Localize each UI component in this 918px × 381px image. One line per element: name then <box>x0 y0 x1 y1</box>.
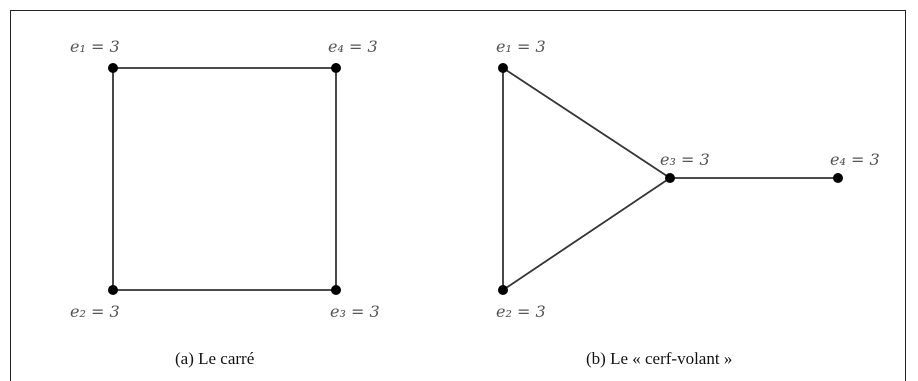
kite-node-e3 <box>665 173 675 183</box>
square-label-e2: e₂ = 3 <box>70 302 120 321</box>
kite-graph: e₁ = 3 e₃ = 3 e₄ = 3 e₂ = 3 <box>496 37 880 321</box>
kite-node-e2 <box>498 285 508 295</box>
square-label-e1: e₁ = 3 <box>70 37 120 56</box>
kite-edge-e1-e3 <box>502 67 671 179</box>
square-node-e3 <box>331 285 341 295</box>
kite-label-e1: e₁ = 3 <box>496 37 546 56</box>
square-label-e3: e₃ = 3 <box>330 302 380 321</box>
kite-label-e4: e₄ = 3 <box>830 150 880 169</box>
square-label-e4: e₄ = 3 <box>328 37 378 56</box>
kite-edge-e2-e3 <box>502 177 671 291</box>
figure-frame <box>10 10 906 381</box>
kite-node-e4 <box>833 173 843 183</box>
square-node-e4 <box>331 63 341 73</box>
kite-label-e3: e₃ = 3 <box>660 150 710 169</box>
kite-node-e1 <box>498 63 508 73</box>
caption-square: (a) Le carré <box>175 349 254 368</box>
kite-label-e2: e₂ = 3 <box>496 302 546 321</box>
caption-kite: (b) Le « cerf-volant » <box>586 349 732 368</box>
square-node-e2 <box>108 285 118 295</box>
square-node-e1 <box>108 63 118 73</box>
square-graph: e₁ = 3 e₄ = 3 e₂ = 3 e₃ = 3 <box>70 37 380 321</box>
